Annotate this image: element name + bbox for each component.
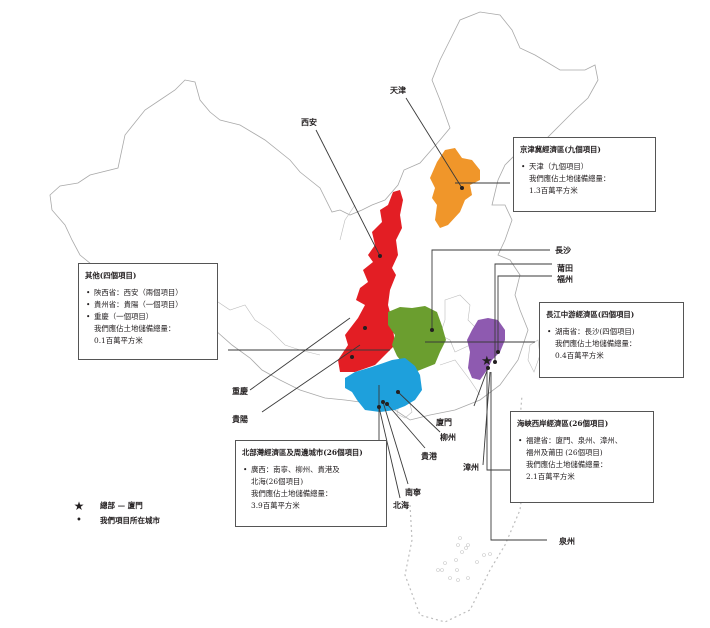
city-label-nanning: 南寧 xyxy=(405,487,421,497)
region-item: 貴州省：貴陽（一個項目） xyxy=(85,299,211,311)
city-label-zhangzhou: 漳州 xyxy=(463,462,479,472)
city-label-guigang: 貴港 xyxy=(421,451,437,461)
info-box-jingjinji: 京津冀經濟區(九個項目) 天津（九個項目） 我們應佔土地儲備總量： 1.3百萬平… xyxy=(513,137,656,212)
region-item: 陝西省：西安（兩個項目） xyxy=(85,287,211,299)
city-label-fuzhou: 福州 xyxy=(557,274,573,284)
region-yangtze xyxy=(388,306,446,372)
city-label-beihai: 北海 xyxy=(393,500,409,510)
legend-label: 我們項目所在城市 xyxy=(100,516,160,525)
region-beibu xyxy=(345,358,422,412)
info-box-beibu: 北部灣經濟區及周邊城市(26個項目) 廣西：南寧、柳州、貴港及 北海(26個項目… xyxy=(235,440,387,527)
taiwan-outline xyxy=(527,339,541,373)
legend-label: 總部 — 廈門 xyxy=(100,501,143,510)
city-dots xyxy=(350,186,500,409)
region-title: 北部灣經濟區及周邊城市(26個項目) xyxy=(242,448,363,457)
region-line: 福州及莆田 (26個項目) xyxy=(526,448,603,457)
nine-dash-line xyxy=(404,394,526,623)
city-label-putian: 莆田 xyxy=(557,263,573,273)
region-others xyxy=(338,190,403,372)
region-value: 2.1百萬平方米 xyxy=(526,472,575,481)
country-outline xyxy=(49,11,599,421)
legend-row-headquarters: ★ 總部 — 廈門 xyxy=(68,498,160,513)
region-title: 其他(四個項目) xyxy=(85,271,137,280)
city-label-xiamen: 廈門 xyxy=(436,417,452,427)
map-legend: ★ 總部 — 廈門 • 我們項目所在城市 xyxy=(68,498,160,528)
city-label-chongqing: 重慶 xyxy=(232,386,248,396)
city-label-xian: 西安 xyxy=(301,117,317,127)
region-title: 海峽西岸經濟區(26個項目) xyxy=(517,419,609,428)
region-value: 0.4百萬平方米 xyxy=(555,351,604,360)
region-line: 我們應佔土地儲備總量： xyxy=(94,324,176,333)
region-title: 京津冀經濟區(九個項目) xyxy=(520,145,601,154)
city-label-changsha: 長沙 xyxy=(555,245,571,255)
region-jingjinji xyxy=(430,148,480,228)
region-value: 1.3百萬平方米 xyxy=(529,186,578,195)
region-value: 3.9百萬平方米 xyxy=(251,501,300,510)
region-west-strait xyxy=(467,318,505,380)
region-item: 天津（九個項目） xyxy=(520,161,649,173)
dot-icon: • xyxy=(76,515,82,526)
info-box-west-strait: 海峽西岸經濟區(26個項目) 福建省：廈門、泉州、漳州、 福州及莆田 (26個項… xyxy=(510,411,654,503)
region-line: 我們應佔土地儲備總量： xyxy=(555,339,637,348)
region-item: 福建省：廈門、泉州、漳州、 xyxy=(517,435,647,447)
city-label-quanzhou: 泉州 xyxy=(559,536,575,546)
star-icon: ★ xyxy=(73,498,85,513)
info-box-yangtze: 長江中游經濟區(四個項目) 湖南省：長沙(四個項目) 我們應佔土地儲備總量： 0… xyxy=(539,302,684,378)
region-line: 我們應佔土地儲備總量： xyxy=(251,489,333,498)
region-value: 0.1百萬平方米 xyxy=(94,336,143,345)
province-border xyxy=(199,299,321,356)
region-item: 重慶（一個項目） xyxy=(85,311,211,323)
region-line: 我們應佔土地儲備總量： xyxy=(526,460,608,469)
region-item: 廣西：南寧、柳州、貴港及 xyxy=(242,464,380,476)
region-item: 湖南省：長沙(四個項目) xyxy=(546,326,677,338)
region-line: 我們應佔土地儲備總量： xyxy=(529,174,611,183)
province-border xyxy=(339,204,481,396)
legend-row-city: • 我們項目所在城市 xyxy=(68,513,160,528)
info-box-others: 其他(四個項目) 陝西省：西安（兩個項目） 貴州省：貴陽（一個項目） 重慶（一個… xyxy=(78,263,218,360)
islands xyxy=(436,536,492,582)
region-line: 北海(26個項目) xyxy=(251,477,304,486)
city-label-tianjin: 天津 xyxy=(390,85,406,95)
city-label-liuzhou: 柳州 xyxy=(440,432,456,442)
region-title: 長江中游經濟區(四個項目) xyxy=(546,310,635,319)
headquarters-star-icon: ★ xyxy=(481,354,493,369)
city-label-guiyang: 貴陽 xyxy=(232,414,248,424)
leader-lines xyxy=(228,97,552,541)
